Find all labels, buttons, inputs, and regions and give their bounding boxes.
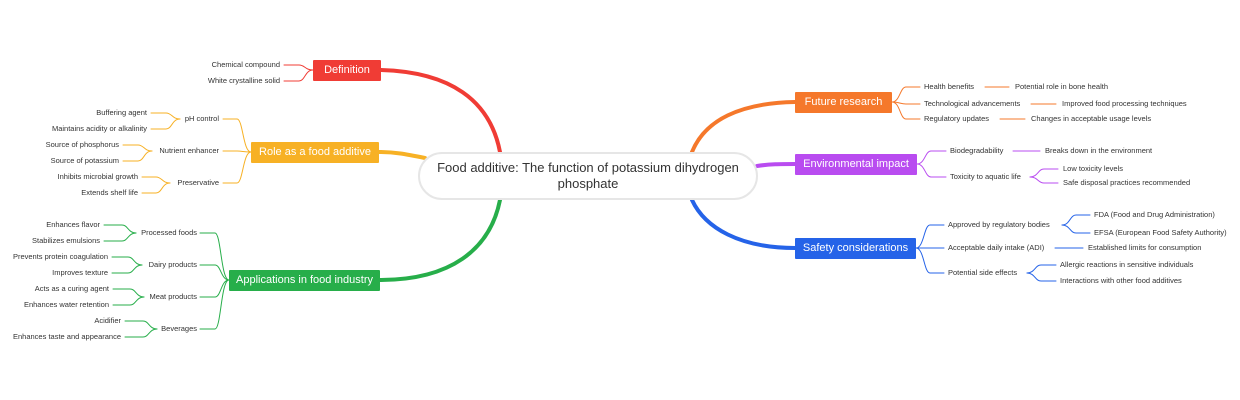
node-biodegradability[interactable]: Biodegradability xyxy=(950,146,1004,155)
connector-environment xyxy=(755,162,797,168)
connector-ph-leaf-0 xyxy=(150,112,181,120)
leaf-efsa[interactable]: EFSA (European Food Safety Authority) xyxy=(1094,228,1227,237)
branch-safety-label: Safety considerations xyxy=(802,242,909,254)
node-adi[interactable]: Acceptable daily intake (ADI) xyxy=(948,243,1045,252)
node-toxicity-aquatic[interactable]: Toxicity to aquatic life xyxy=(950,172,1021,181)
branch-safety-considerations[interactable]: Safety considerations xyxy=(795,238,916,259)
connector-app-child-1 xyxy=(199,264,230,281)
leaf-chemical-compound[interactable]: Chemical compound xyxy=(211,60,280,69)
leaf-stabilizes-emulsions[interactable]: Stabilizes emulsions xyxy=(32,236,100,245)
leaf-inhibits-microbial[interactable]: Inhibits microbial growth xyxy=(57,172,138,181)
branch-definition-label: Definition xyxy=(324,64,370,76)
connector-role-child-0 xyxy=(222,118,252,153)
leaf-maintains-acidity[interactable]: Maintains acidity or alkalinity xyxy=(51,124,147,133)
branch-environment-label: Environmental impact xyxy=(803,158,909,170)
connector-env-child-0 xyxy=(916,150,947,165)
node-side-effects[interactable]: Potential side effects xyxy=(948,268,1018,277)
leaf-established-limits[interactable]: Established limits for consumption xyxy=(1088,243,1202,252)
central-topic[interactable]: Food additive: The function of potassium… xyxy=(418,152,758,200)
node-nutrient-enhancer[interactable]: Nutrient enhancer xyxy=(159,146,219,155)
node-preservative[interactable]: Preservative xyxy=(177,178,219,187)
connector-safety xyxy=(690,198,797,250)
connector-safety-child-2 xyxy=(915,247,945,274)
node-ph-control[interactable]: pH control xyxy=(184,114,219,123)
branch-future-label: Future research xyxy=(804,96,883,108)
leaf-curing-agent[interactable]: Acts as a curing agent xyxy=(34,284,109,293)
leaf-white-crystalline-solid[interactable]: White crystalline solid xyxy=(207,76,280,85)
connector-dairy-leaf-1 xyxy=(111,264,143,274)
connector-ph-leaf-1 xyxy=(150,118,181,130)
connector-env-child-1 xyxy=(916,163,947,178)
leaf-improves-texture[interactable]: Improves texture xyxy=(52,268,108,277)
connector-meat-leaf-0 xyxy=(112,288,145,298)
connector-future xyxy=(690,100,797,154)
leaf-usage-levels[interactable]: Changes in acceptable usage levels xyxy=(1031,114,1152,123)
node-health-benefits[interactable]: Health benefits xyxy=(924,82,975,91)
connector-role xyxy=(377,150,427,160)
connector-future-child-0 xyxy=(891,86,921,103)
connector-dairy-leaf-0 xyxy=(111,256,143,266)
connector-preservative-leaf-0 xyxy=(141,176,171,184)
leaf-improved-processing[interactable]: Improved food processing techniques xyxy=(1062,99,1187,108)
connector-app-child-3 xyxy=(199,279,230,330)
leaf-taste-appearance[interactable]: Enhances taste and appearance xyxy=(13,332,121,341)
leaf-buffering-agent[interactable]: Buffering agent xyxy=(96,108,147,117)
leaf-safe-disposal[interactable]: Safe disposal practices recommended xyxy=(1063,178,1191,187)
leaf-breaks-down[interactable]: Breaks down in the environment xyxy=(1045,146,1153,155)
branch-applications-label: Applications in food industry xyxy=(236,274,373,286)
connector-approved-leaf-1 xyxy=(1061,224,1091,234)
node-technological-advancements[interactable]: Technological advancements xyxy=(924,99,1021,108)
branch-applications[interactable]: Applications in food industry xyxy=(229,270,380,291)
connector-nutrient-leaf-1 xyxy=(122,150,153,162)
connector-nutrient-leaf-0 xyxy=(122,144,153,152)
connector-approved-leaf-0 xyxy=(1061,214,1091,226)
node-meat-products[interactable]: Meat products xyxy=(149,292,197,301)
connector-processed-leaf-1 xyxy=(103,232,137,242)
connector-definition-leaf-1 xyxy=(283,69,314,82)
connector-definition xyxy=(379,68,502,154)
leaf-enhances-flavor[interactable]: Enhances flavor xyxy=(46,220,100,229)
leaf-fda[interactable]: FDA (Food and Drug Administration) xyxy=(1094,210,1215,219)
connector-definition-leaf-0 xyxy=(283,64,314,71)
connector-applications xyxy=(378,198,502,282)
connector-side-effects-leaf-1 xyxy=(1026,272,1057,282)
connector-processed-leaf-0 xyxy=(103,224,137,234)
connector-side-effects-leaf-0 xyxy=(1026,264,1057,274)
leaf-water-retention[interactable]: Enhances water retention xyxy=(23,300,109,309)
leaf-prevents-coagulation[interactable]: Prevents protein coagulation xyxy=(12,252,108,261)
leaf-allergic-reactions[interactable]: Allergic reactions in sensitive individu… xyxy=(1060,260,1194,269)
node-dairy-products[interactable]: Dairy products xyxy=(148,260,197,269)
connector-beverages-leaf-0 xyxy=(124,320,158,330)
connector-preservative-leaf-1 xyxy=(141,182,171,194)
connector-beverages-leaf-1 xyxy=(124,328,158,338)
central-topic-label: Food additive: The function of potassium… xyxy=(437,160,739,191)
branch-role[interactable]: Role as a food additive xyxy=(251,142,379,163)
branch-definition[interactable]: Definition xyxy=(313,60,381,81)
branch-role-label: Role as a food additive xyxy=(259,146,371,158)
node-processed-foods[interactable]: Processed foods xyxy=(141,228,197,237)
node-regulatory-updates[interactable]: Regulatory updates xyxy=(924,114,990,123)
branch-environmental-impact[interactable]: Environmental impact xyxy=(795,154,917,175)
connector-toxicity-leaf-1 xyxy=(1029,176,1059,184)
node-approved-regulatory[interactable]: Approved by regulatory bodies xyxy=(948,220,1050,229)
leaf-bone-health[interactable]: Potential role in bone health xyxy=(1015,82,1108,91)
connector-role-child-1 xyxy=(222,150,252,153)
node-beverages[interactable]: Beverages xyxy=(161,324,197,333)
connector-app-child-0 xyxy=(199,232,230,281)
leaf-interactions[interactable]: Interactions with other food additives xyxy=(1060,276,1182,285)
connector-app-child-2 xyxy=(199,279,230,298)
connector-meat-leaf-1 xyxy=(112,296,145,306)
leaf-low-toxicity[interactable]: Low toxicity levels xyxy=(1063,164,1124,173)
connector-role-child-2 xyxy=(222,151,252,184)
connector-safety-child-0 xyxy=(915,224,945,249)
leaf-acidifier[interactable]: Acidifier xyxy=(94,316,121,325)
branch-future-research[interactable]: Future research xyxy=(795,92,892,113)
leaf-extends-shelf-life[interactable]: Extends shelf life xyxy=(81,188,138,197)
leaf-source-phosphorus[interactable]: Source of phosphorus xyxy=(45,140,119,149)
leaf-source-potassium[interactable]: Source of potassium xyxy=(50,156,119,165)
connector-toxicity-leaf-0 xyxy=(1029,168,1059,178)
connector-future-child-2 xyxy=(891,101,921,120)
